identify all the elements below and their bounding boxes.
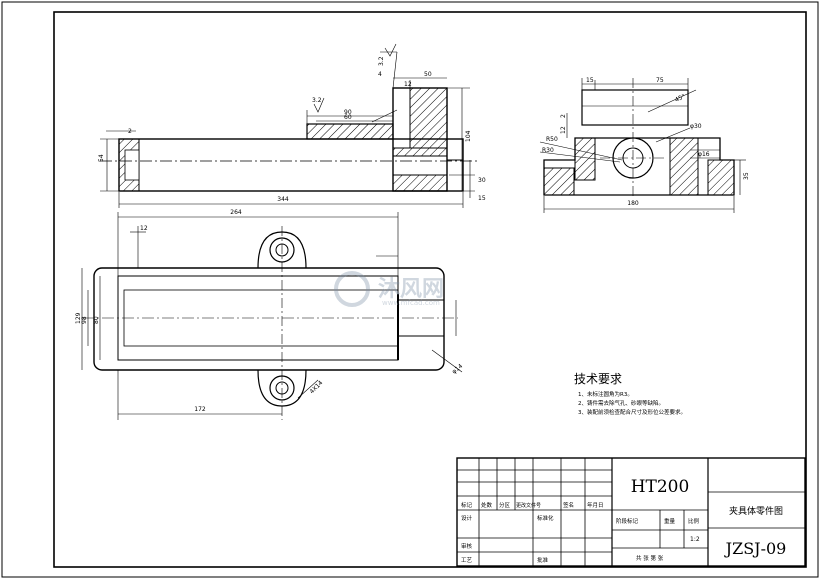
title-block-mark: 标记 — [461, 501, 473, 509]
side-view-dimensions: 180 75 15 45° φ30 φ16 R50 R30 35 12 2 — [542, 77, 750, 207]
tech-requirement-3: 3、装配前须检查配合尺寸及形位公差要求。 — [578, 408, 686, 416]
tech-requirements: 技术要求 1、未标注圆角为R3。 2、铸件需去除气孔、砂眼等缺陷。 3、装配前须… — [574, 372, 686, 416]
title-block-process: 工艺 — [461, 557, 473, 564]
dim-top-hole-dia: φ14 — [451, 363, 465, 376]
dim-side-height: 35 — [743, 172, 750, 180]
title-block-review: 审核 — [461, 542, 473, 550]
tech-requirement-2: 2、铸件需去除气孔、砂眼等缺陷。 — [578, 399, 664, 407]
dim-front-right-width: 50 — [424, 71, 432, 78]
dim-front-bottom-b: 15 — [478, 195, 486, 202]
dim-side-left-b: R30 — [542, 147, 554, 154]
drawing-number: JZSJ-09 — [724, 539, 787, 558]
dim-side-top-width: 75 — [656, 77, 664, 84]
dim-side-width: 180 — [627, 200, 639, 207]
dim-side-top-small: 15 — [586, 77, 594, 84]
title-block — [456, 457, 806, 567]
watermark-logo-icon — [334, 271, 370, 307]
watermark-url: www.mfcad.com — [382, 299, 440, 307]
dim-top-left-small: 12 — [140, 225, 148, 232]
watermark-brand: 沐风网 — [378, 277, 444, 302]
inner-border — [53, 11, 807, 568]
dim-top-length: 264 — [230, 209, 242, 216]
title-block-design: 设计 — [461, 514, 473, 522]
title-block-count: 处数 — [481, 501, 493, 509]
material: HT200 — [631, 477, 690, 497]
dim-front-roughness-a: 3.2 — [378, 56, 385, 66]
dim-front-bottom-a: 30 — [478, 177, 486, 184]
dim-top-hole: 4X14 — [308, 379, 324, 395]
side-view — [539, 78, 746, 213]
drawing-title: 夹具体零件图 — [729, 505, 783, 517]
title-block-zone: 分区 — [499, 501, 511, 509]
top-view-dimensions: 264 172 129 98 80 12 4X14 φ14 — [75, 209, 464, 413]
dim-side-height-b: 12 — [560, 126, 567, 134]
dim-top-length-b: 172 — [194, 406, 206, 413]
dim-front-groove: 60 — [344, 114, 352, 121]
dim-side-dia-a: φ30 — [690, 123, 702, 130]
title-block-scale-label: 比例 — [688, 517, 700, 525]
dim-side-left-a: R50 — [546, 136, 558, 143]
dim-front-roughness-b: 3.2 — [312, 97, 322, 104]
dim-front-small-a: 4 — [378, 71, 382, 78]
tech-requirement-1: 1、未标注圆角为R3。 — [578, 390, 633, 398]
dim-side-chamfer: 45° — [674, 93, 687, 104]
dim-front-small-c: 2 — [128, 128, 132, 135]
title-block-standardization: 标准化 — [537, 514, 554, 522]
top-view — [81, 212, 463, 420]
dim-side-dia-b: φ16 — [698, 151, 710, 158]
title-block-stage-mark: 阶段标记 — [616, 517, 639, 525]
dim-top-width-c: 80 — [93, 316, 100, 324]
dim-top-width-a: 129 — [75, 312, 82, 324]
dim-front-left-dia: 54 — [98, 154, 105, 162]
title-block-sheet-info: 共 张 第 张 — [636, 554, 664, 562]
dim-front-overall-length: 344 — [277, 196, 289, 203]
title-block-signature: 签名 — [563, 501, 574, 509]
title-block-scale: 1:2 — [690, 536, 700, 543]
title-block-approve: 批准 — [537, 556, 549, 564]
dim-side-small: 2 — [560, 114, 567, 118]
dim-top-width-b: 98 — [81, 316, 88, 324]
title-block-change-doc: 更改文件号 — [516, 502, 541, 509]
dim-front-small-b: 12 — [404, 81, 412, 88]
watermark: 沐风网 www.mfcad.com — [334, 271, 444, 307]
dim-front-height: 104 — [465, 130, 472, 142]
title-block-weight: 重量 — [664, 517, 676, 525]
dim-front-groove-inner: 90 — [344, 109, 352, 116]
front-view — [100, 43, 480, 208]
title-block-text: 标记 处数 分区 更改文件号 签名 年月日 设计 标准化 审核 工艺 批准 阶段… — [461, 477, 786, 564]
front-view-dimensions: 344 104 50 60 90 54 3.2 3.2 4 12 2 30 15 — [98, 56, 486, 203]
title-block-date: 年月日 — [587, 501, 604, 509]
tech-requirements-heading: 技术要求 — [574, 372, 622, 386]
